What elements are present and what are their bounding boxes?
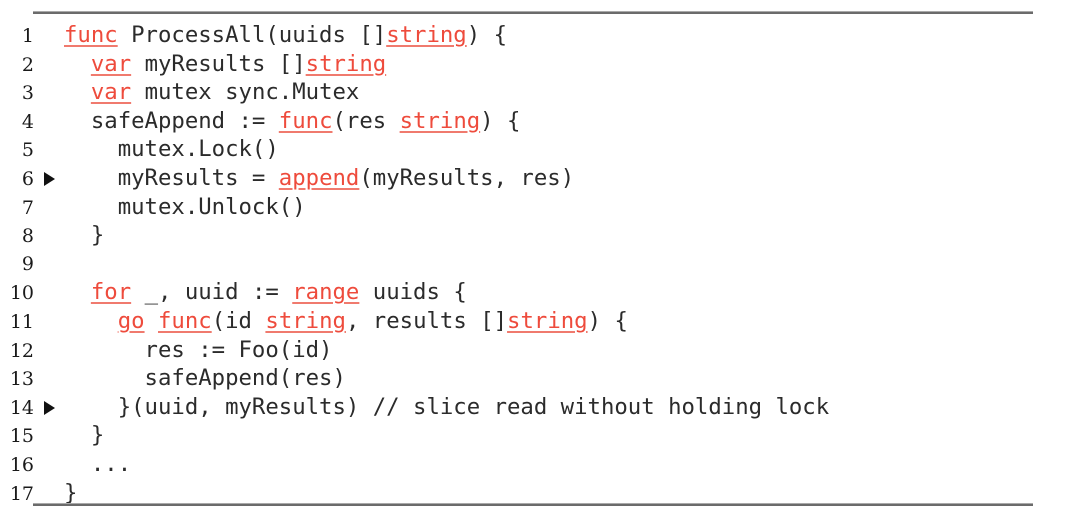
code-text: res := Foo(id) — [64, 336, 1068, 365]
play-triangle-icon — [43, 171, 55, 186]
code-line: 5 mutex.Lock() — [0, 135, 1068, 164]
code-line: 2 var myResults []string — [0, 50, 1068, 79]
code-line: 17} — [0, 479, 1068, 508]
code-line: 8 } — [0, 221, 1068, 250]
line-number: 7 — [21, 196, 34, 219]
line-number: 14 — [9, 396, 34, 419]
keyword-token: var — [90, 50, 132, 77]
keyword-token: append — [278, 164, 360, 191]
code-line: 10 for _, uuid := range uuids { — [0, 278, 1068, 307]
code-token — [64, 279, 91, 305]
code-token: (id — [211, 307, 266, 334]
line-number: 16 — [9, 453, 34, 476]
keyword-token: for — [90, 279, 132, 306]
code-token: mutex sync.Mutex — [131, 79, 360, 106]
bottom-rule — [33, 503, 1033, 506]
keyword-token: string — [399, 107, 481, 134]
code-token: myResults = — [64, 164, 279, 191]
code-text: for _, uuid := range uuids { — [64, 278, 1068, 307]
line-number: 4 — [21, 110, 34, 133]
code-token: mutex.Lock() — [64, 136, 279, 163]
line-number: 2 — [21, 53, 34, 76]
top-rule — [33, 11, 1033, 14]
code-token: uuids { — [359, 279, 467, 306]
code-token: } — [64, 422, 105, 449]
code-token: ) { — [480, 107, 521, 134]
code-token: ) { — [466, 22, 508, 48]
keyword-token: var — [90, 79, 132, 106]
code-text: myResults = append(myResults, res) — [64, 164, 1068, 193]
code-line: 12 res := Foo(id) — [0, 336, 1068, 365]
code-token — [64, 308, 118, 334]
code-line: 11 go func(id string, results []string) … — [0, 307, 1068, 336]
line-number: 13 — [9, 368, 34, 391]
line-number: 1 — [21, 25, 34, 47]
line-number: 11 — [9, 310, 34, 333]
code-line: 7 mutex.Unlock() — [0, 193, 1068, 222]
code-token: ProcessAll(uuids [] — [117, 22, 387, 48]
code-text: safeAppend := func(res string) { — [64, 107, 1068, 136]
code-text: } — [64, 221, 1068, 250]
code-line: 15 } — [0, 421, 1068, 450]
play-triangle-icon — [43, 400, 55, 415]
line-number: 6 — [21, 167, 34, 190]
code-token: mutex.Unlock() — [64, 193, 306, 220]
keyword-token: string — [507, 307, 588, 334]
keyword-token: range — [292, 279, 360, 306]
code-token: }(uuid, myResults) // slice read without… — [64, 393, 830, 420]
code-token: myResults [] — [131, 50, 306, 77]
keyword-token: func — [64, 22, 118, 48]
code-token: safeAppend := — [64, 107, 279, 134]
code-line: 14 }(uuid, myResults) // slice read with… — [0, 393, 1068, 422]
code-line: 9 — [0, 250, 1068, 279]
keyword-token: func — [278, 107, 333, 134]
code-token — [64, 79, 91, 105]
code-text: safeAppend(res) — [64, 364, 1068, 393]
line-number: 17 — [9, 482, 34, 505]
code-token — [64, 51, 91, 77]
play-triangle-marker-icon — [34, 395, 64, 424]
line-number: 10 — [9, 282, 34, 305]
code-line: 4 safeAppend := func(res string) { — [0, 107, 1068, 136]
line-number: 5 — [21, 139, 34, 162]
code-line: 16 ... — [0, 450, 1068, 479]
code-token — [145, 308, 158, 334]
keyword-token: string — [305, 50, 387, 77]
code-line: 13 safeAppend(res) — [0, 364, 1068, 393]
code-text: var mutex sync.Mutex — [64, 78, 1068, 107]
code-token: res := Foo(id) — [64, 336, 333, 363]
code-token: safeAppend(res) — [64, 365, 346, 392]
keyword-token: go — [117, 307, 145, 334]
code-text: mutex.Lock() — [64, 135, 1068, 164]
code-token: ) { — [587, 307, 628, 334]
code-token: (res — [332, 107, 400, 134]
play-triangle-marker-icon — [34, 166, 64, 195]
code-token: ... — [64, 450, 132, 477]
keyword-token: string — [265, 307, 346, 334]
code-token: , results [] — [345, 307, 508, 334]
line-number: 3 — [21, 82, 34, 105]
code-text: go func(id string, results []string) { — [64, 307, 1068, 336]
code-text: func ProcessAll(uuids []string) { — [64, 21, 1068, 50]
line-number: 12 — [9, 339, 34, 362]
code-text: mutex.Unlock() — [64, 193, 1068, 222]
code-text: ... — [64, 450, 1068, 479]
code-line: 1 func ProcessAll(uuids []string) { — [0, 21, 1068, 50]
code-token: (myResults, res) — [359, 164, 575, 191]
keyword-token: func — [158, 307, 212, 334]
line-number: 8 — [21, 225, 34, 248]
code-text: } — [64, 479, 1068, 508]
line-number: 15 — [9, 425, 34, 448]
code-text: } — [64, 421, 1068, 450]
code-text: }(uuid, myResults) // slice read without… — [64, 393, 1068, 422]
keyword-token: string — [386, 22, 467, 48]
code-text: var myResults []string — [64, 50, 1068, 79]
code-token: _, uuid := — [131, 279, 293, 306]
code-token: } — [64, 222, 105, 249]
code-line: 6 myResults = append(myResults, res) — [0, 164, 1068, 193]
code-line: 3 var mutex sync.Mutex — [0, 78, 1068, 107]
code-token: } — [64, 479, 78, 506]
line-number: 9 — [21, 252, 34, 275]
